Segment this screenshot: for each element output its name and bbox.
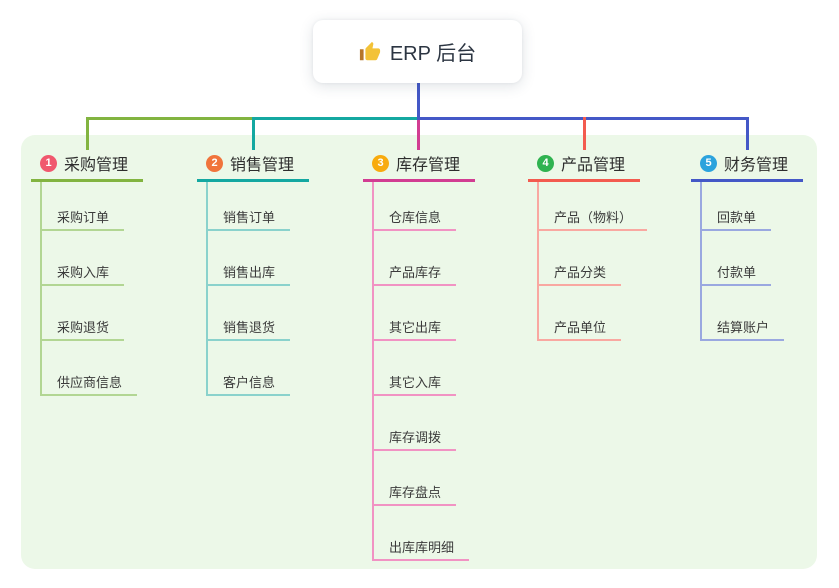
- child-node[interactable]: 其它出库: [372, 317, 457, 341]
- child-node[interactable]: 付款单: [700, 262, 772, 286]
- branch-spine-purchasing: [40, 179, 42, 396]
- branches-background-panel: [21, 135, 817, 569]
- branch-number-badge: 4: [537, 154, 554, 172]
- connector-drop-inventory: [417, 120, 420, 150]
- child-node[interactable]: 仓库信息: [372, 207, 457, 231]
- connector-bus-purchasing: [86, 117, 253, 120]
- child-node[interactable]: 产品分类: [537, 262, 622, 286]
- child-node[interactable]: 供应商信息: [40, 372, 138, 396]
- child-node[interactable]: 客户信息: [206, 372, 291, 396]
- branch-title-label: 库存管理: [396, 157, 461, 174]
- root-node-erp[interactable]: ERP 后台: [313, 20, 522, 83]
- child-node[interactable]: 采购订单: [40, 207, 125, 231]
- connector-drop-purchasing: [86, 117, 89, 150]
- branch-number-badge: 3: [372, 154, 389, 172]
- branch-node-inventory[interactable]: 3 库存管理: [363, 151, 475, 182]
- branch-spine-product: [537, 179, 539, 341]
- connector-root-drop: [417, 82, 420, 120]
- branch-node-purchasing[interactable]: 1 采购管理: [31, 151, 143, 182]
- connector-drop-finance: [746, 117, 749, 150]
- branch-node-finance[interactable]: 5 财务管理: [691, 151, 803, 182]
- branch-title-label: 销售管理: [230, 157, 295, 174]
- branch-node-product[interactable]: 4 产品管理: [528, 151, 640, 182]
- child-node[interactable]: 采购入库: [40, 262, 125, 286]
- child-node[interactable]: 其它入库: [372, 372, 457, 396]
- branch-spine-finance: [700, 179, 702, 341]
- child-node[interactable]: 出库库明细: [372, 537, 470, 561]
- branch-title-label: 产品管理: [561, 157, 626, 174]
- child-node[interactable]: 回款单: [700, 207, 772, 231]
- branch-title-label: 采购管理: [64, 157, 129, 174]
- thumbs-up-icon: [359, 41, 380, 60]
- child-node[interactable]: 库存调拨: [372, 427, 457, 451]
- child-node[interactable]: 库存盘点: [372, 482, 457, 506]
- branch-node-sales[interactable]: 2 销售管理: [197, 151, 309, 182]
- child-node[interactable]: 产品（物料）: [537, 207, 648, 231]
- branch-number-badge: 5: [700, 154, 717, 172]
- child-node[interactable]: 采购退货: [40, 317, 125, 341]
- child-node[interactable]: 产品库存: [372, 262, 457, 286]
- child-node[interactable]: 销售订单: [206, 207, 291, 231]
- child-node[interactable]: 销售出库: [206, 262, 291, 286]
- branch-number-badge: 2: [206, 154, 223, 172]
- child-node[interactable]: 销售退货: [206, 317, 291, 341]
- child-node[interactable]: 产品单位: [537, 317, 622, 341]
- branch-spine-sales: [206, 179, 208, 396]
- connector-bus-sales: [253, 117, 417, 120]
- branch-title-label: 财务管理: [724, 157, 789, 174]
- branch-spine-inventory: [372, 179, 374, 561]
- child-node[interactable]: 结算账户: [700, 317, 785, 341]
- connector-drop-product: [583, 117, 586, 150]
- connector-drop-sales: [252, 117, 255, 150]
- branch-number-badge: 1: [40, 154, 57, 172]
- root-title: ERP 后台: [389, 43, 477, 65]
